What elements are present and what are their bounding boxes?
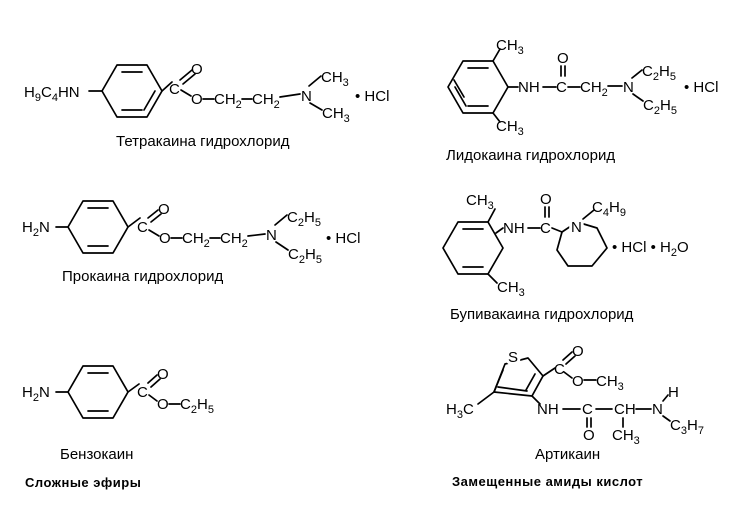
procaine-name: Прокаина гидрохлорид	[62, 268, 223, 285]
tetracaine-salt: • HCl	[355, 88, 389, 105]
benzocaine-name: Бензокаин	[60, 446, 133, 463]
bupivacaine-carbonyl-carbon: C	[540, 220, 551, 237]
lidocaine-ch2: CH2	[580, 79, 608, 99]
tetracaine-structure: H9C4HN C O O CH2 CH2 N CH3 CH3 • HCl	[24, 61, 389, 125]
procaine-ch2-b: CH2	[220, 230, 248, 250]
articaine-propyl: C3H7	[670, 417, 704, 437]
articaine-amide-carbon: C	[582, 401, 593, 418]
benzocaine-structure: H2N C O O C2H5	[22, 365, 214, 419]
articaine-ch: CH	[614, 401, 636, 418]
articaine-amide-nh: NH	[537, 401, 559, 418]
tetracaine-amine-nitrogen: N	[301, 88, 312, 105]
lidocaine-amide-nh: NH	[518, 79, 540, 96]
lidocaine-methyl-top: CH3	[496, 37, 524, 57]
bupivacaine-name: Бупивакаина гидрохлорид	[450, 306, 634, 323]
bupivacaine-carbonyl-oxygen: O	[540, 191, 552, 208]
articaine-ester-oxygen: O	[572, 373, 584, 390]
articaine-name: Артикаин	[535, 446, 600, 463]
procaine-ethyl-1: C2H5	[287, 209, 321, 229]
procaine-amine-nitrogen: N	[266, 227, 277, 244]
tetracaine-butylamino-label: H9C4HN	[24, 84, 80, 104]
lidocaine-ethyl-1: C2H5	[642, 63, 676, 83]
articaine-amine-nitrogen: N	[652, 401, 663, 418]
tetracaine-carbonyl-oxygen: O	[191, 61, 203, 78]
procaine-carbonyl-oxygen: O	[158, 201, 170, 218]
lidocaine-amine-nitrogen: N	[623, 79, 634, 96]
procaine-ester-oxygen: O	[159, 230, 171, 247]
amides-class-label: Замещенные амиды кислот	[452, 474, 643, 489]
lidocaine-carbonyl-oxygen: O	[557, 50, 569, 67]
tetracaine-ch2-b: CH2	[252, 91, 280, 111]
lidocaine-carbonyl-carbon: C	[556, 79, 567, 96]
benzocaine-carbonyl-carbon: C	[137, 384, 148, 401]
articaine-ring-methyl: H3C	[446, 401, 474, 421]
tetracaine-methyl-2: CH3	[322, 105, 350, 125]
bupivacaine-ring-nitrogen: N	[571, 219, 582, 236]
tetracaine-ch2-a: CH2	[214, 91, 242, 111]
tetracaine-ester-oxygen: O	[191, 91, 203, 108]
lidocaine-ethyl-2: C2H5	[643, 97, 677, 117]
bupivacaine-benzene-ring	[442, 221, 504, 275]
procaine-ethyl-2: C2H5	[288, 246, 322, 266]
articaine-amine-hydrogen: H	[668, 384, 679, 401]
bupivacaine-methyl-bottom: CH3	[497, 279, 525, 299]
esters-class-label: Сложные эфиры	[25, 475, 141, 490]
tetracaine-methyl-1: CH3	[321, 69, 349, 89]
lidocaine-methyl-bottom: CH3	[496, 118, 524, 138]
procaine-carbonyl-carbon: C	[137, 219, 148, 236]
lidocaine-name: Лидокаина гидрохлорид	[446, 147, 615, 164]
benzocaine-carbonyl-oxygen: O	[157, 366, 169, 383]
articaine-amide-oxygen: O	[583, 427, 595, 444]
bupivacaine-amide-nh: NH	[503, 220, 525, 237]
bupivacaine-salt: • HCl • H2O	[612, 239, 689, 259]
articaine-ester-methyl: CH3	[596, 373, 624, 393]
articaine-carbonyl-oxygen: O	[572, 343, 584, 360]
bupivacaine-structure: CH3 CH3 NH C O N C4H9 • HCl • H2O	[442, 191, 689, 299]
procaine-structure: H2N C O O CH2 CH2 N C2H5 C2H5 • HCl	[22, 200, 360, 266]
lidocaine-salt: • HCl	[684, 79, 718, 96]
articaine-carbonyl-carbon: C	[554, 361, 565, 378]
benzocaine-ethyl: C2H5	[180, 396, 214, 416]
procaine-salt: • HCl	[326, 230, 360, 247]
articaine-structure: S C O O CH3 H3C NH C O CH CH3 N H C3H7	[446, 343, 704, 447]
benzocaine-ester-oxygen: O	[157, 396, 169, 413]
benzocaine-amino-label: H2N	[22, 384, 50, 404]
tetracaine-name: Тетракаина гидрохлорид	[116, 133, 290, 150]
procaine-amino-label: H2N	[22, 219, 50, 239]
tetracaine-carbonyl-carbon: C	[169, 81, 180, 98]
bupivacaine-methyl-top: CH3	[466, 192, 494, 212]
procaine-ch2-a: CH2	[182, 230, 210, 250]
lidocaine-structure: CH3 CH3 NH C O CH2 N C2H5 C2H5 • HCl	[447, 37, 718, 138]
articaine-ch-methyl: CH3	[612, 427, 640, 447]
articaine-sulfur: S	[508, 349, 518, 366]
bupivacaine-piperidine-ring	[556, 221, 608, 267]
bupivacaine-butyl: C4H9	[592, 199, 626, 219]
